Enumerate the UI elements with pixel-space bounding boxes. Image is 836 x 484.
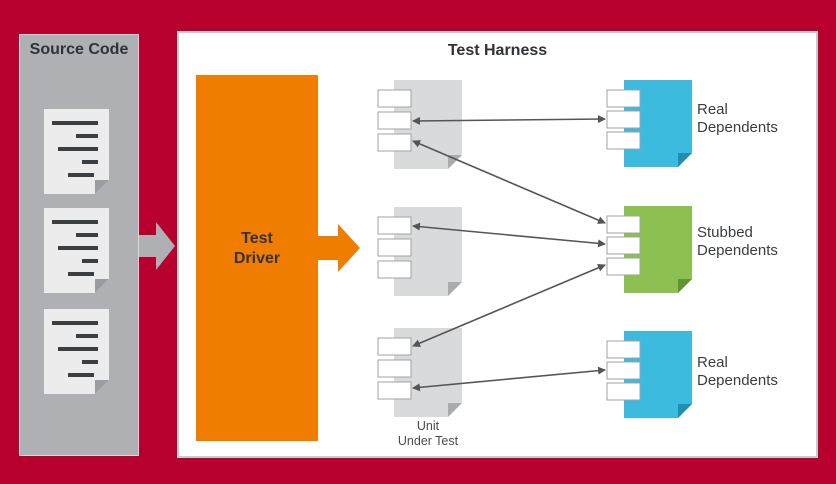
unit-under-test-label-line1: Unit xyxy=(416,419,440,433)
unit-under-test-label-line2: Under Test xyxy=(397,434,459,448)
real-dependents-label-2-line1: Real xyxy=(697,354,728,371)
unit-under-test-1 xyxy=(377,80,462,169)
real-dependents-label-1-line2: Dependents xyxy=(697,119,778,136)
connection-unit1-real1 xyxy=(412,115,606,125)
connection-unit3-stubbed xyxy=(412,264,606,347)
connection-unit3-real2 xyxy=(412,366,606,392)
source-to-harness-arrow xyxy=(139,222,175,270)
source-file-1-icon xyxy=(44,109,109,194)
real-dependents-label-2: Real Dependents xyxy=(697,354,778,390)
test-driver-label: Test Driver xyxy=(196,229,318,269)
stubbed-dependents-label-line1: Stubbed xyxy=(697,224,753,241)
real-dependents-label-1-line1: Real xyxy=(697,101,728,118)
source-code-title: Source Code xyxy=(29,41,129,58)
test-driver-block xyxy=(196,75,318,441)
stubbed-dependents-label: Stubbed Dependents xyxy=(697,224,778,260)
source-file-3-icon xyxy=(44,309,109,394)
connection-unit1-stubbed xyxy=(412,140,606,224)
stubbed-dependent xyxy=(606,206,692,293)
connection-unit2-stubbed xyxy=(412,222,606,248)
test-harness-title: Test Harness xyxy=(447,42,548,59)
real-dependent-1 xyxy=(606,80,692,167)
driver-to-unit-arrow xyxy=(318,224,360,272)
real-dependents-label-2-line2: Dependents xyxy=(697,372,778,389)
real-dependent-2 xyxy=(606,331,692,418)
unit-under-test-2 xyxy=(377,207,462,296)
test-driver-label-line2: Driver xyxy=(233,250,281,267)
stubbed-dependents-label-line2: Dependents xyxy=(697,242,778,259)
test-driver-label-line1: Test xyxy=(241,230,273,247)
source-file-2-icon xyxy=(44,208,109,293)
real-dependents-label-1: Real Dependents xyxy=(697,101,778,137)
unit-under-test-3 xyxy=(377,328,462,417)
unit-under-test-label: Unit Under Test xyxy=(380,419,476,449)
